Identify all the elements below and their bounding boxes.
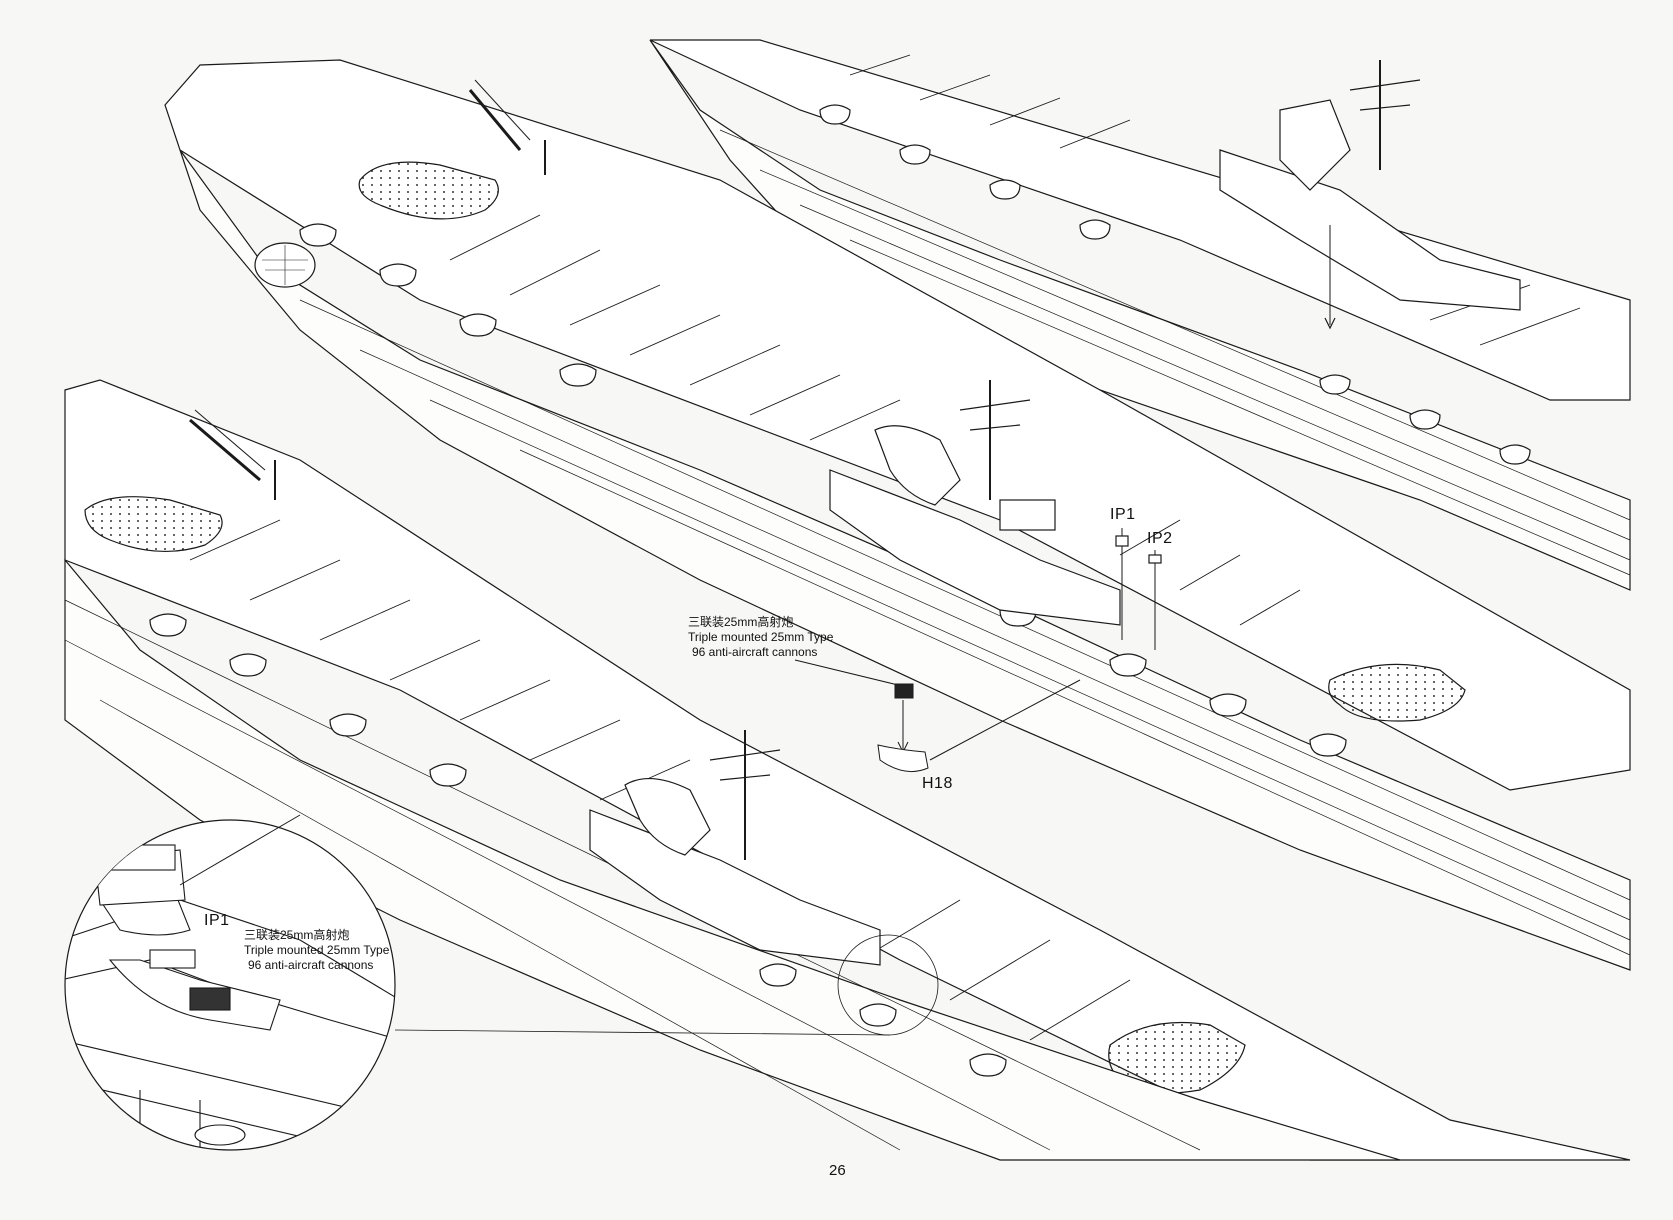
deck-elevator [84,496,223,552]
gun-shield-icon [877,744,929,773]
ship-middle [164,59,1631,971]
part-h18-label: H18 [922,775,953,792]
h18-assembly [794,659,1081,773]
callout-english-line1: Triple mounted 25mm Type [688,630,834,644]
callout-english-line2: 96 anti-aircraft cannons [692,645,818,659]
triple-25mm-aa-gun-icon [189,987,231,1011]
inset-aa-gun-callout: 三联装25mm高射炮 Triple mounted 25mm Type 96 a… [244,928,389,973]
ship-top-right [649,39,1631,591]
inset-callout-english-line1: Triple mounted 25mm Type [244,943,390,957]
callout-chinese: 三联装25mm高射炮 [688,615,794,629]
detail-inset [64,814,891,1151]
part-ip1-label: IP1 [1110,506,1136,523]
flight-deck [649,39,1631,401]
triple-25mm-aa-gun-icon [894,683,914,699]
island-superstructure [1219,60,1521,311]
page-number: 26 [829,1162,846,1179]
funnel [874,425,961,506]
inset-part-ip1-label: IP1 [204,912,230,929]
flight-deck [64,379,1631,1161]
island-superstructure [589,730,881,966]
deck-elevator [358,161,499,220]
deck-elevator [1328,663,1466,722]
part-ip2-label: IP2 [1147,530,1173,547]
inset-callout-chinese: 三联装25mm高射炮 [244,928,350,942]
inset-callout-english-line2: 96 anti-aircraft cannons [248,958,374,972]
aa-gun-callout: 三联装25mm高射炮 Triple mounted 25mm Type 96 a… [688,615,833,660]
island-superstructure [829,380,1121,626]
funnel [624,777,711,856]
